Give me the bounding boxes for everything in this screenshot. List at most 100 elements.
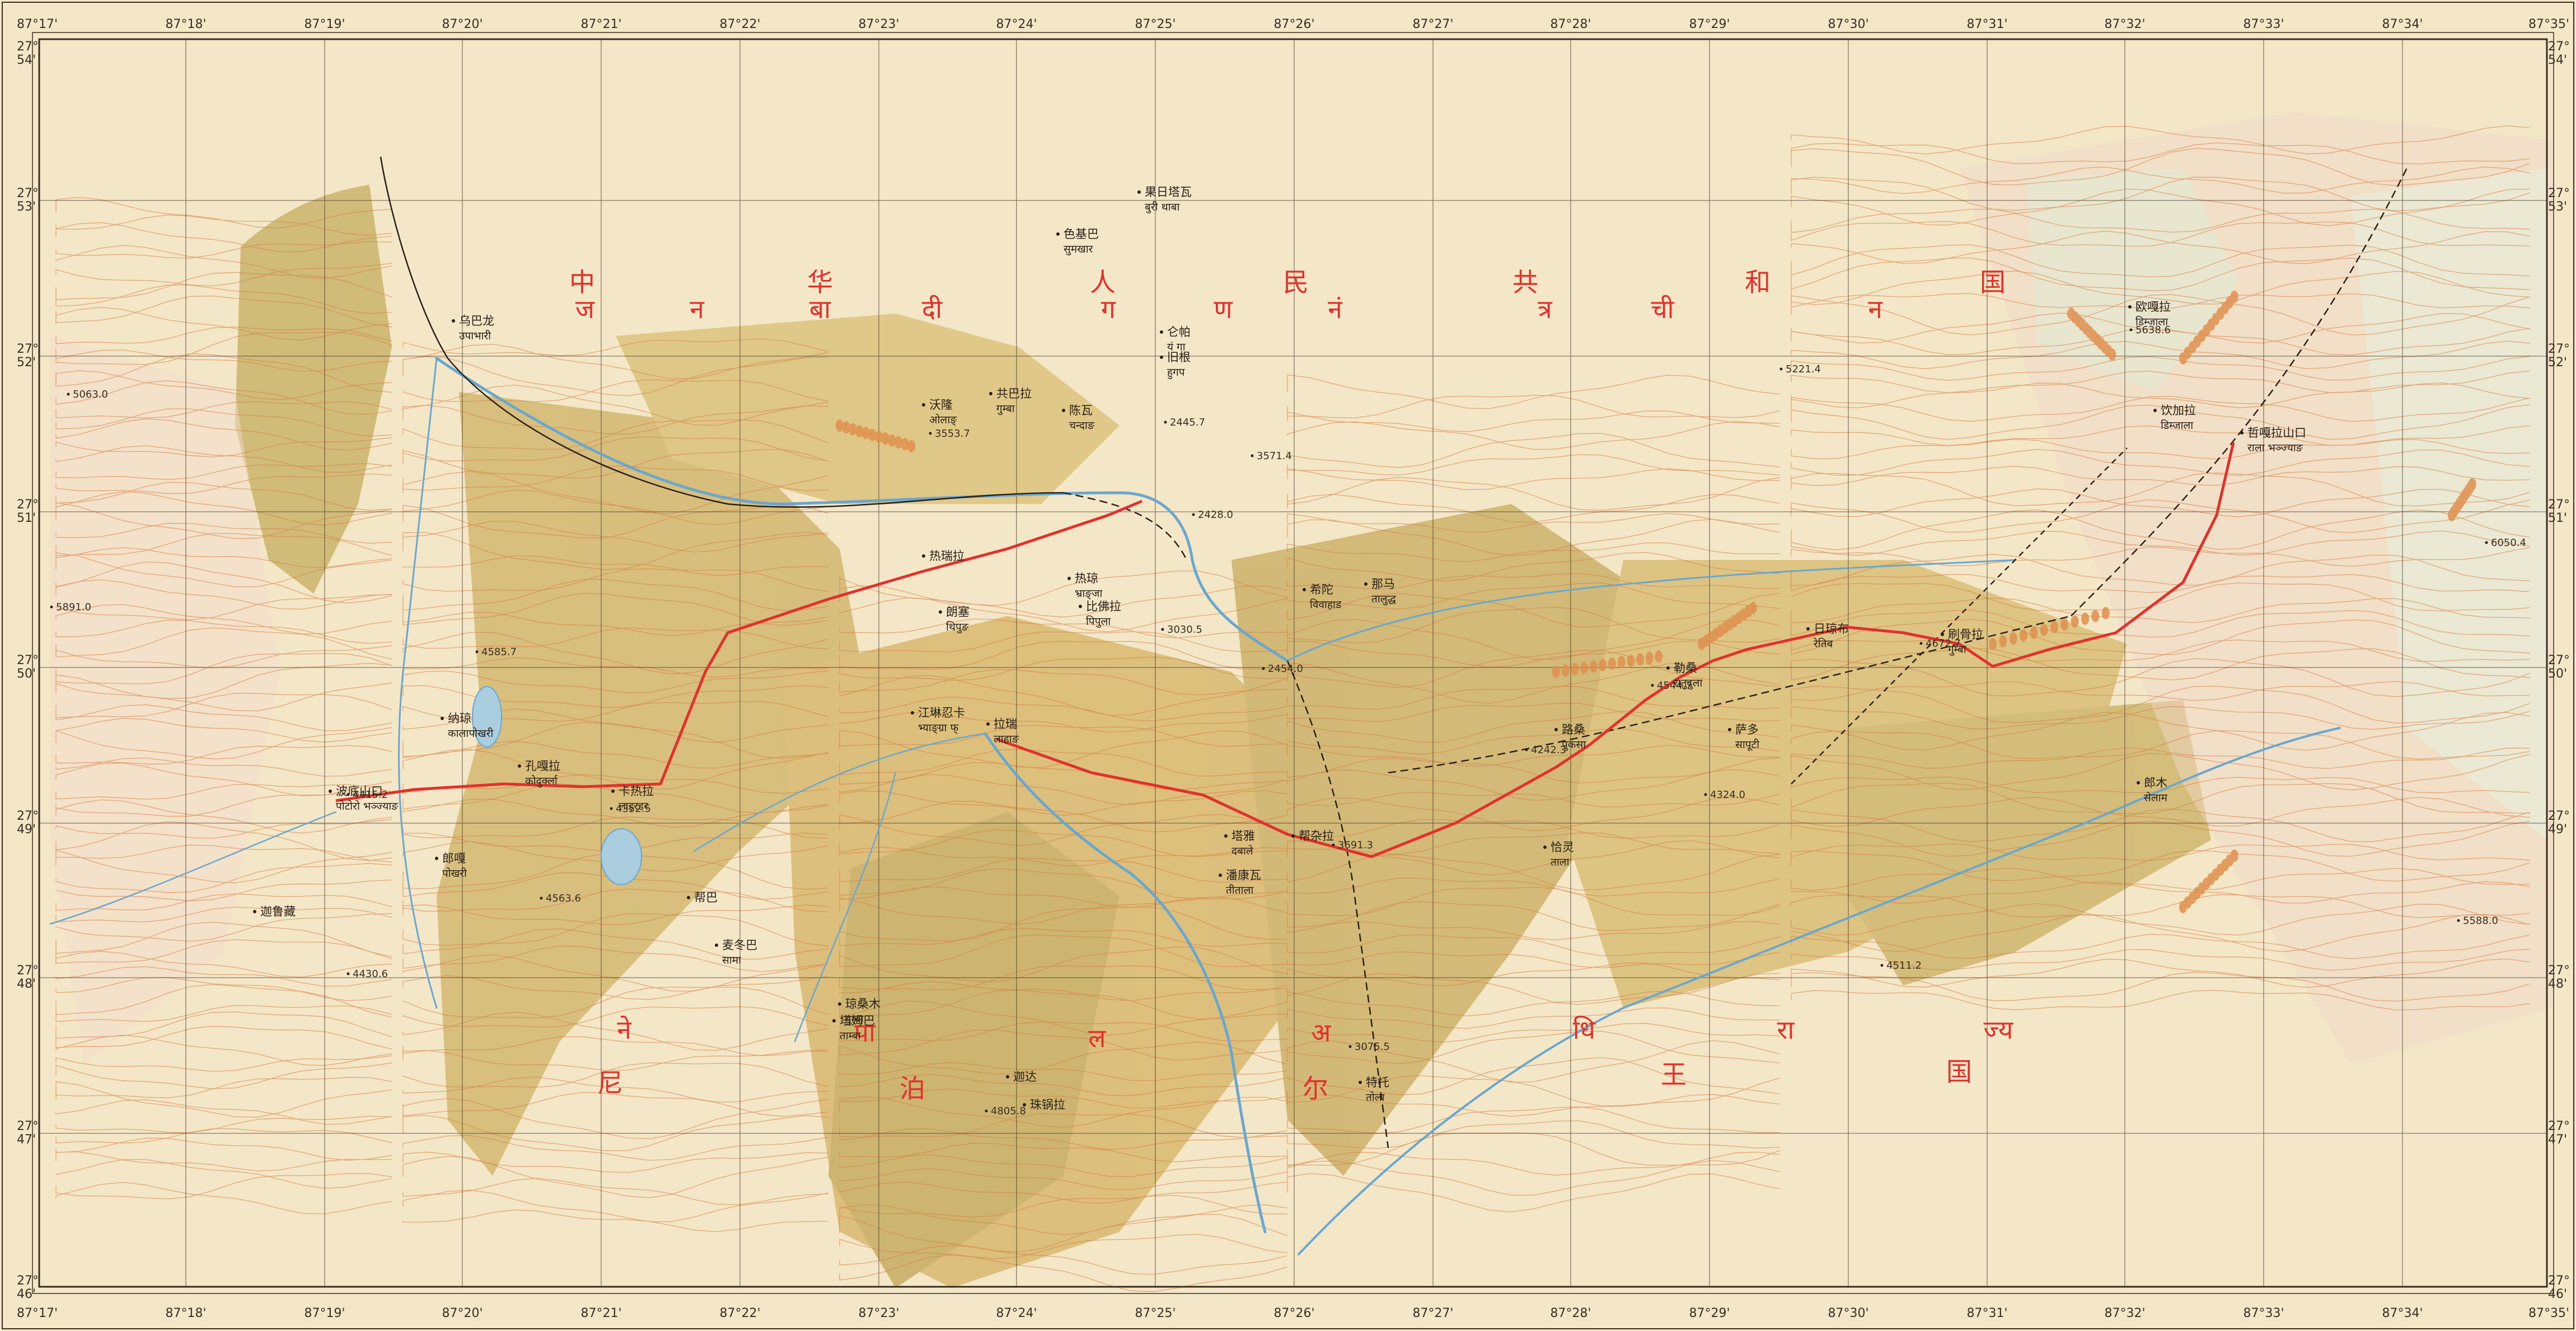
contour-line [55,762,392,797]
contour-line [839,1234,1288,1259]
place-marker [1364,582,1367,586]
place-name-dev: पिपुला [1086,615,1111,628]
contour-line [55,401,392,419]
country-char: 人 [1090,267,1116,297]
contour-line [1287,542,1781,563]
contour-line [55,547,392,568]
contour-line [1791,554,2531,586]
longitude-label: 87°31' [1966,17,2007,31]
place-marker [1219,874,1222,877]
contour-line [1791,465,2531,486]
country-char: ज [575,294,595,324]
spot-height: 4672.7 [1919,638,1961,650]
latitude-degree: 27° [2548,40,2570,54]
spot-height-marker [540,896,543,900]
contour-line [1791,257,2531,291]
cliff-mark [2040,624,2048,636]
contour-line [1287,901,1781,931]
place-name-zh: 郎木 [2144,776,2167,790]
place-marker [911,711,914,714]
spot-height-value: 4805.8 [991,1105,1026,1117]
contour-line [1287,745,1781,767]
spot-height: 2454.0 [1262,663,1303,675]
contour-line [1791,658,2531,697]
country-char: 尔 [1303,1073,1328,1104]
contour-line [1791,425,2531,446]
river-east [1286,559,2016,662]
contour-line [55,727,392,760]
contour-line [1791,989,2531,1011]
place-name-zh: 塔雅 [1231,829,1255,843]
cliff-mark [2030,627,2038,639]
place-name-dev: पोखरी [442,867,467,880]
cliff-mark [1749,601,1757,614]
spot-height: 3691.3 [1332,839,1373,851]
place-name-dev: भ्राङ्जा [1075,587,1103,600]
contour-line [1287,703,1781,722]
country-char: न [1868,294,1883,324]
latitude-minute: 54' [2548,53,2567,67]
contour-line [55,604,392,635]
contour-line [839,774,1288,805]
longitude-label: 87°27' [1412,17,1453,31]
longitude-label: 87°22' [719,1306,760,1320]
contour-line [1287,513,1781,533]
latitude-minute: 48' [2548,977,2567,991]
place-name-zh: 纳琼 [448,712,471,725]
place-name-zh: 哲嘎拉山口 [2247,426,2306,440]
longitude-label: 87°27' [1412,1306,1453,1320]
latitude-degree: 27° [2548,964,2570,978]
country-char: ज्य [1984,1015,2014,1045]
country-char: अ [1311,1017,1331,1048]
contour-line [55,1005,392,1022]
cliff-mark [1608,657,1616,670]
contour-line [55,951,392,978]
contour-line [839,1029,1288,1061]
place-label: 希陀विवाहाड [1303,583,1342,611]
place-name-zh: 陈瓦 [1069,404,1093,417]
country-char: 民 [1283,267,1309,297]
place-name-zh: 饮加拉 [2161,404,2196,417]
contour-line [55,241,392,259]
place-marker [1554,728,1558,731]
contour-line [1791,547,2531,567]
longitude-label: 87°17' [17,17,58,31]
contour-line [402,749,829,790]
contour-line [1791,449,2531,477]
place-marker [452,319,455,323]
place-name-dev: पुकसा [1562,739,1586,751]
route-line [335,442,2235,858]
longitude-label: 87°21' [580,1306,621,1320]
contour-line [55,1173,392,1199]
country-char: ग [1101,294,1116,324]
latitude-degree: 27° [2548,498,2570,512]
place-name-zh: 特托 [1366,1076,1389,1089]
latitude-degree: 27° [2548,809,2570,823]
spot-height-marker [67,393,70,396]
place-marker [922,403,925,407]
contour-line [839,981,1288,1001]
place-marker [518,764,521,768]
lakes [472,686,642,885]
spot-height-marker [346,972,350,975]
spot-height-value: 4544.7 [1657,680,1692,692]
contour-line [1791,312,2531,344]
contour-line [839,1073,1288,1096]
spot-height-marker [985,1109,988,1113]
place-marker [715,944,718,947]
spot-height-value: 4352.5 [616,803,651,815]
longitude-label: 87°24' [996,17,1037,31]
contour-line [402,555,829,576]
place-name-zh: 共巴拉 [996,387,1032,400]
place-label: 郎嘎पोखरी [435,852,467,880]
contour-line [402,405,829,435]
contour-line [1791,782,2531,814]
latitude-minute: 49' [17,823,36,837]
contour-line [1791,244,2531,278]
contour-line [839,641,1288,670]
place-name-zh: 卡热拉 [619,784,654,798]
contour-line [1287,886,1781,917]
cliff-mark [1627,655,1635,667]
